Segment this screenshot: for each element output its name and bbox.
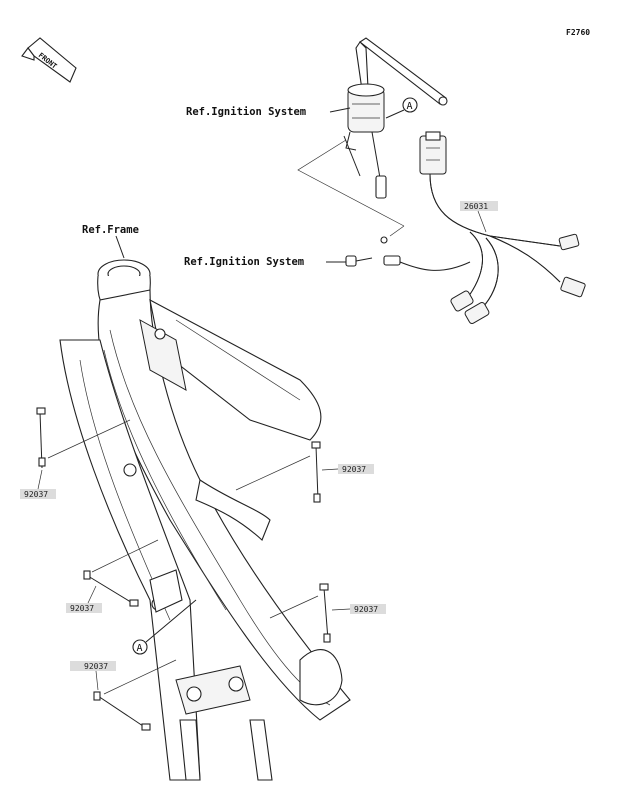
clamp-left-bottom-part-number: 92037 xyxy=(84,662,108,671)
clamp-left-bottom xyxy=(93,659,177,731)
main-wiring-harness xyxy=(380,173,586,324)
clamp-left-top-part-number: 92037 xyxy=(24,490,48,499)
clamp-left-mid xyxy=(83,539,159,607)
ref-ignition-system-top: Ref.Ignition System xyxy=(186,106,306,118)
bolt-icon xyxy=(345,255,373,267)
harness-partno-tag xyxy=(460,201,498,211)
callout-a-top: A xyxy=(385,97,418,119)
ref-frame: Ref.Frame xyxy=(82,224,139,236)
clamp-right-mid xyxy=(269,583,331,643)
clamp-right-top xyxy=(235,441,321,503)
callout-a-bottom: A xyxy=(132,599,197,655)
coil-mount-bar xyxy=(355,37,448,106)
clamp-right-top-part-number: 92037 xyxy=(342,465,366,474)
ignition-coil xyxy=(343,83,387,199)
figure-id: F2760 xyxy=(566,28,590,37)
front-arrow-icon: FRONT xyxy=(21,37,77,83)
svg-text:A: A xyxy=(407,101,413,112)
motorcycle-frame xyxy=(59,259,351,781)
svg-text:A: A xyxy=(137,643,143,654)
clamp-right-mid-part-number: 92037 xyxy=(354,605,378,614)
clamp-left-top xyxy=(36,407,131,469)
harness-part-number: 26031 xyxy=(464,202,488,211)
ref-ignition-system-mid: Ref.Ignition System xyxy=(184,256,304,268)
clamp-left-mid-part-number: 92037 xyxy=(70,604,94,613)
harness-connector-block xyxy=(419,131,447,175)
